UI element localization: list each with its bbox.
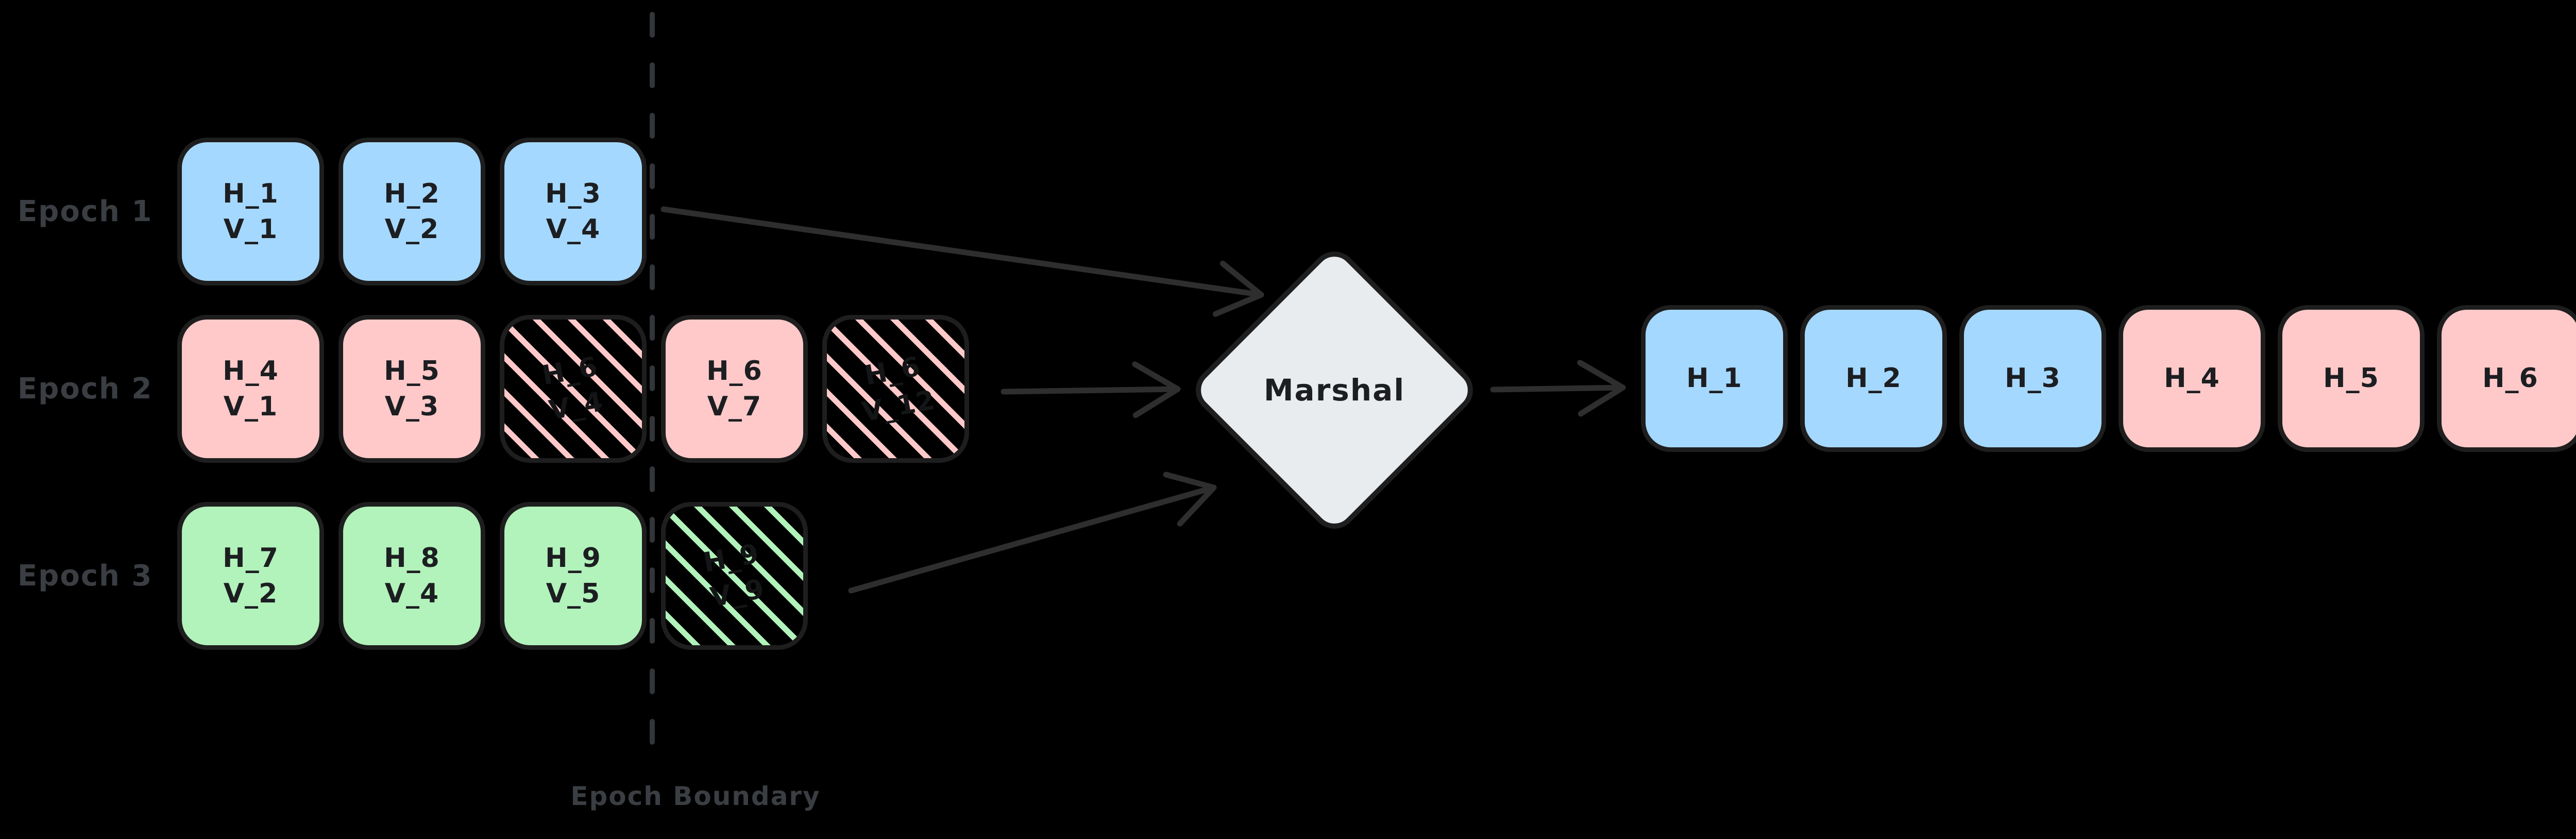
output-row: H_1H_2H_3H_4H_5H_6H_7H_8H_9 bbox=[1641, 305, 2576, 452]
box-v-label: V_2 bbox=[223, 578, 278, 609]
output-box: H_6 bbox=[2437, 305, 2576, 452]
arrow-marshal-to-output bbox=[1490, 360, 1626, 417]
box-v-label: V_4 bbox=[546, 213, 601, 245]
box-h-label: H_8 bbox=[384, 542, 440, 574]
box-h-label: H_4 bbox=[2164, 363, 2220, 394]
box-h-label: H_9 bbox=[545, 542, 601, 574]
box-h-label: H_2 bbox=[1845, 363, 1902, 394]
output-box: H_1 bbox=[1641, 305, 1788, 452]
arrow-epoch3-to-marshal bbox=[848, 472, 1217, 594]
arrow-epoch2-to-marshal bbox=[1001, 361, 1181, 418]
marshal-label: Marshal bbox=[1263, 373, 1405, 408]
box-h-label: H_5 bbox=[2323, 363, 2379, 394]
box-v-label: V_2 bbox=[384, 213, 439, 245]
box-h-label: H_6 bbox=[2482, 363, 2538, 394]
box-label: H_2 bbox=[1845, 361, 1902, 396]
box-v-label: V_1 bbox=[223, 391, 278, 422]
box-label: H_6 bbox=[2482, 361, 2538, 396]
box-v-label: V_5 bbox=[546, 578, 601, 609]
box-h-label: H_5 bbox=[384, 355, 440, 387]
box-h-label: H_4 bbox=[223, 355, 279, 387]
arrow-epoch1-to-marshal bbox=[660, 206, 1264, 317]
box-h-label: H_1 bbox=[1686, 363, 1742, 394]
box-label: H_4 bbox=[2164, 361, 2220, 396]
box-v-label: V_7 bbox=[707, 391, 762, 422]
box-v-label: V_3 bbox=[384, 391, 439, 422]
output-box: H_5 bbox=[2278, 305, 2425, 452]
box-h-label: H_3 bbox=[545, 178, 601, 209]
epoch-2-label: Epoch 2 bbox=[18, 372, 153, 406]
output-box: H_3 bbox=[1959, 305, 2106, 452]
box-label: H_3 bbox=[2005, 361, 2061, 396]
box-label: H_1 bbox=[1686, 361, 1742, 396]
box-h-label: H_3 bbox=[2005, 363, 2061, 394]
epoch-3-label: Epoch 3 bbox=[18, 559, 153, 593]
box-h-label: H_7 bbox=[223, 542, 279, 574]
output-box: H_2 bbox=[1800, 305, 1947, 452]
epoch-1-label: Epoch 1 bbox=[18, 195, 153, 228]
epoch-boundary-label: Epoch Boundary bbox=[570, 781, 821, 811]
box-h-label: H_2 bbox=[384, 178, 440, 209]
box-v-label: V_1 bbox=[223, 213, 278, 245]
box-h-label: H_1 bbox=[223, 178, 279, 209]
output-box: H_4 bbox=[2119, 305, 2265, 452]
box-h-label: H_6 bbox=[706, 355, 762, 387]
box-label: H_5 bbox=[2323, 361, 2379, 396]
marshal-diamond: Marshal bbox=[1186, 242, 1483, 539]
box-v-label: V_4 bbox=[384, 578, 439, 609]
